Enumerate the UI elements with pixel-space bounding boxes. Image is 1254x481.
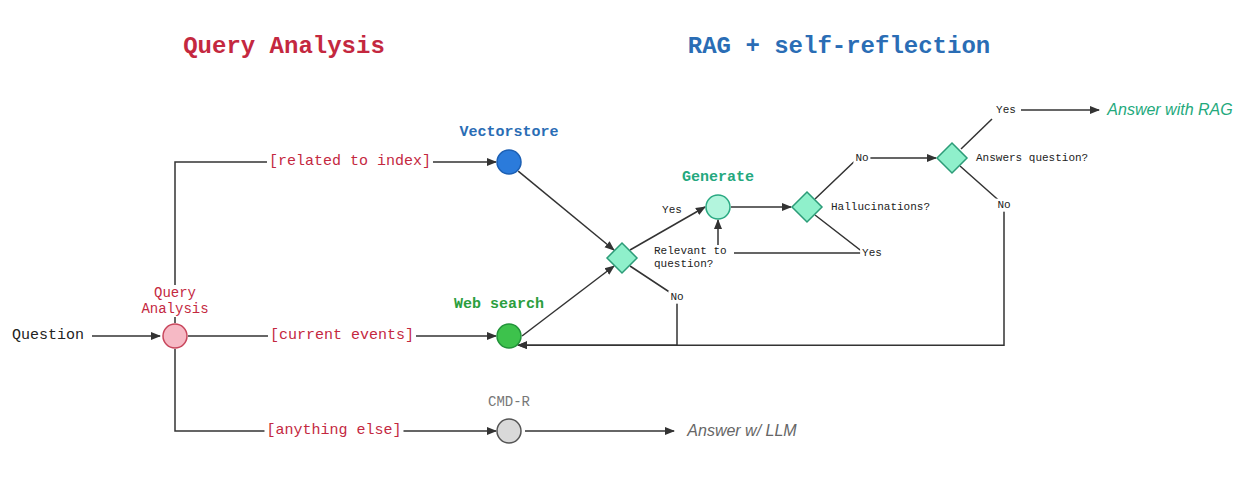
connector-arrow <box>175 349 496 431</box>
node-label: Answers question? <box>974 152 1090 165</box>
node-label: Generate <box>680 169 756 186</box>
step-circle: Generate <box>705 194 731 220</box>
diamond-outline <box>937 143 967 173</box>
diamond-outline <box>792 192 822 222</box>
node-label: Relevant to question? <box>652 245 734 270</box>
output-arrow <box>525 430 674 432</box>
diamond-shape <box>606 242 638 274</box>
step-circle: Query Analysis <box>162 323 188 349</box>
node-label: Query Analysis <box>139 285 210 317</box>
branch-label: No <box>995 199 1012 212</box>
circle-outline <box>497 150 521 174</box>
connector-arrow <box>815 158 936 199</box>
diamond-shape <box>791 191 823 223</box>
route-label: [anything else] <box>264 422 403 439</box>
circle-shape <box>496 323 522 349</box>
decision-diamond: Hallucinations? <box>791 191 823 223</box>
branch-label: No <box>668 291 685 304</box>
node-label: Web search <box>452 296 546 313</box>
diamond-shape <box>936 142 968 174</box>
yes-branch-line <box>961 119 992 149</box>
circle-outline <box>497 324 521 348</box>
circle-shape <box>496 149 522 175</box>
branch-label: No <box>853 152 870 165</box>
outcome-label: Answer with RAG <box>1105 101 1234 119</box>
step-circle: CMD-R <box>496 418 522 444</box>
connector-arrow <box>518 171 614 250</box>
connector-arrow <box>731 206 791 208</box>
route-label: [current events] <box>268 327 416 344</box>
diamond-outline <box>607 243 637 273</box>
branch-label: Yes <box>860 247 884 260</box>
output-arrow <box>1021 109 1099 111</box>
input-arrow <box>92 335 160 337</box>
node-label: CMD-R <box>486 394 532 410</box>
section-heading: RAG + self-reflection <box>686 33 992 61</box>
decision-diamond: Relevant to question? <box>606 242 638 274</box>
outcome-label: Answer w/ LLM <box>685 422 798 440</box>
branch-label: Yes <box>994 104 1018 117</box>
circle-shape <box>705 194 731 220</box>
connector-arrow <box>518 166 1004 345</box>
connector-arrow <box>718 215 864 253</box>
input-label: Question <box>10 327 86 344</box>
step-circle: Vectorstore <box>496 149 522 175</box>
node-label: Vectorstore <box>457 124 560 141</box>
circle-outline <box>163 324 187 348</box>
circle-outline <box>497 419 521 443</box>
circle-shape <box>496 418 522 444</box>
step-circle: Web search <box>496 323 522 349</box>
section-heading: Query Analysis <box>181 33 387 61</box>
decision-diamond: Answers question? <box>936 142 968 174</box>
branch-label: Yes <box>660 204 684 217</box>
connector-arrow <box>175 162 496 323</box>
route-label: [related to index] <box>267 153 433 170</box>
node-label: Hallucinations? <box>829 201 932 214</box>
circle-outline <box>706 195 730 219</box>
circle-shape <box>162 323 188 349</box>
